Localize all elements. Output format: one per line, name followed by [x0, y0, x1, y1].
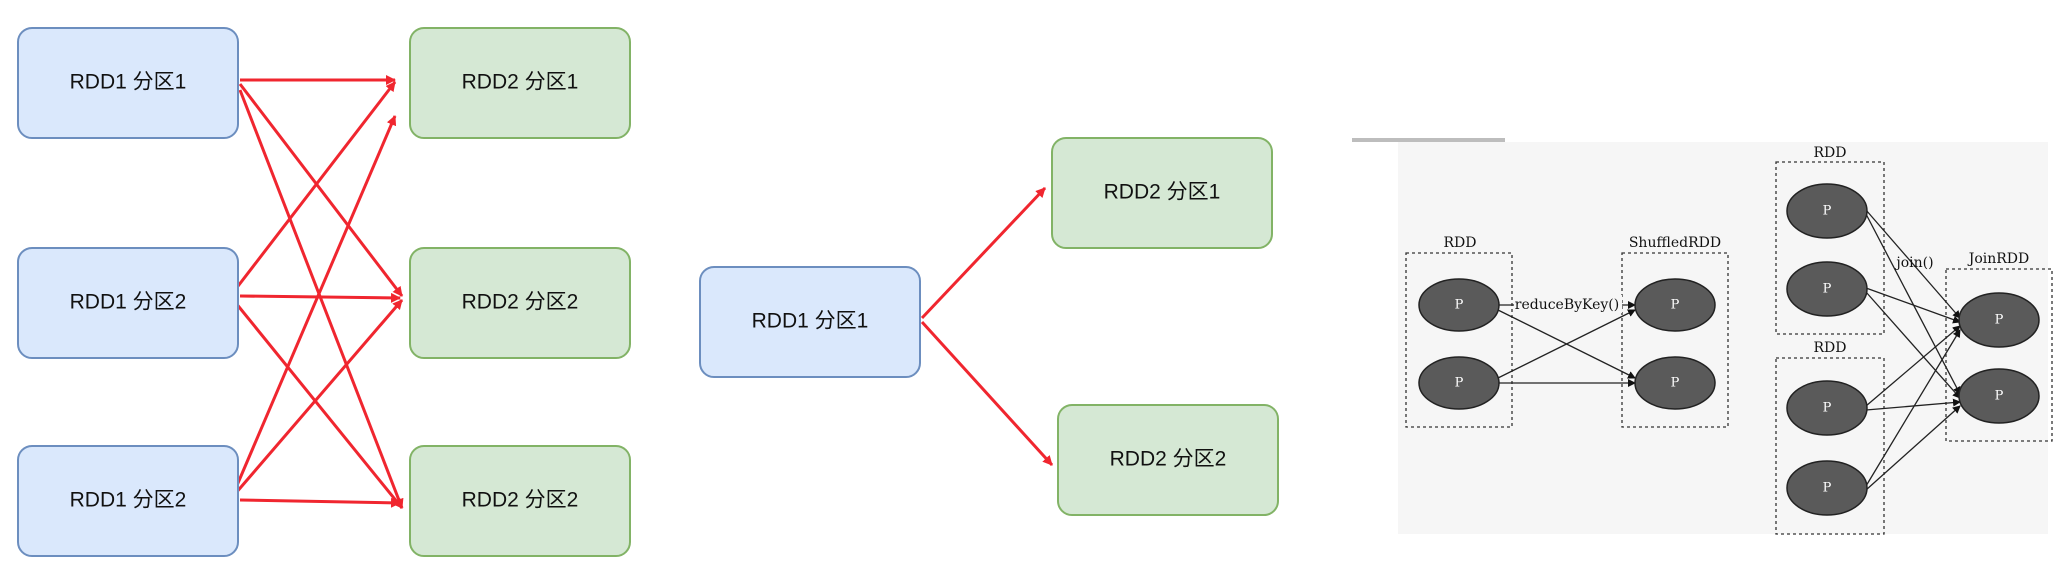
d1-arrows: [233, 75, 404, 509]
arrow-l3-r2: [233, 299, 404, 495]
d2-source-partition: RDD1 分区1: [699, 266, 921, 378]
d1-left-label-2: RDD1 分区2: [70, 291, 187, 314]
join-a-node-2: [1786, 261, 1868, 317]
d2-source-label: RDD1 分区1: [752, 310, 869, 333]
d1-right-label-3: RDD2 分区2: [462, 489, 579, 512]
join-edge-b1-r2: [1865, 398, 1961, 411]
arrow-l2-r3: [233, 301, 404, 509]
d1-left-box-2: [17, 247, 239, 359]
d1-right-box-3: [409, 445, 631, 557]
join-op-label: join(): [1894, 255, 1933, 271]
join-edge-b2-r2: [1865, 405, 1961, 491]
reduce-by-key-figure: RDD ShuffledRDD reduceByKey() P P P P: [1405, 235, 1729, 428]
join-edge-a1-r1: [1865, 209, 1961, 319]
d1-left-partition-3: RDD1 分区2: [17, 445, 239, 557]
join-r-node-1: [1958, 292, 2040, 348]
reduce-dst-node-2-label: P: [1671, 376, 1680, 391]
join-result-title: JoinRDD: [1967, 251, 2030, 267]
join-bottom-title: RDD: [1814, 340, 1847, 356]
join-r-node-2: [1958, 368, 2040, 424]
d1-right-box-2: [409, 247, 631, 359]
join-top-title: RDD: [1814, 145, 1847, 161]
reduce-src-node-2-label: P: [1455, 376, 1464, 391]
d1-left-partition-2: RDD1 分区2: [17, 247, 239, 359]
wide-dependency-diagram: RDD1 分区1 RDD1 分区2 RDD1 分区2 RDD2 分区1 RDD2…: [17, 27, 631, 557]
join-figure: RDD RDD JoinRDD join() P P P P P: [1775, 145, 2053, 535]
reduce-target-frame: [1621, 252, 1729, 428]
join-edge-a2-r1: [1865, 287, 1961, 324]
arrow-l1-r3: [238, 89, 404, 509]
arrow-l2-r1: [233, 81, 397, 291]
d2-target-partition-2: RDD2 分区2: [1057, 404, 1279, 516]
d1-left-box-1: [17, 27, 239, 139]
d2-source-box: [699, 266, 921, 378]
join-b-node-1-label: P: [1823, 401, 1832, 416]
reduce-op-backdrop: [1514, 295, 1622, 313]
d1-left-partition-1: RDD1 分区1: [17, 27, 239, 139]
reduce-src-node-1: [1418, 278, 1500, 332]
reduce-dst-node-2: [1634, 356, 1716, 410]
reduce-source-frame: [1405, 252, 1513, 428]
d1-right-partition-2: RDD2 分区2: [409, 247, 631, 359]
shuffle-illustration: RDD ShuffledRDD reduceByKey() P P P P RD…: [1352, 138, 2053, 535]
one-to-many-diagram: RDD1 分区1 RDD2 分区1 RDD2 分区2: [699, 137, 1279, 516]
d2-target-label-1: RDD2 分区1: [1104, 181, 1221, 204]
arrow-l1-r2: [238, 83, 404, 297]
join-a-node-1: [1786, 183, 1868, 239]
join-b-node-1: [1786, 380, 1868, 436]
join-r-node-2-label: P: [1995, 389, 2004, 404]
reduce-src-node-2: [1418, 356, 1500, 410]
join-result-frame: [1945, 268, 2053, 442]
d2-target-box-1: [1051, 137, 1273, 249]
d1-left-box-3: [17, 445, 239, 557]
join-bottom-frame: [1775, 357, 1885, 535]
arrow-l3-r1: [233, 115, 397, 491]
join-edge-b2-r1: [1865, 329, 1961, 487]
join-edge-a2-r2: [1865, 291, 1961, 399]
reduce-edge-2-1: [1497, 309, 1636, 379]
d1-right-label-2: RDD2 分区2: [462, 291, 579, 314]
figure-background: [1398, 142, 2048, 534]
reduce-dst-node-1-label: P: [1671, 298, 1680, 313]
join-edge-a1-r2: [1865, 213, 1961, 395]
reduce-src-node-1-label: P: [1455, 298, 1464, 313]
d1-right-box-1: [409, 27, 631, 139]
join-edge-b1-r1: [1865, 325, 1961, 407]
d1-left-label-1: RDD1 分区1: [70, 71, 187, 94]
join-r-node-1-label: P: [1995, 313, 2004, 328]
d2-arrow-to-2: [920, 320, 1054, 467]
d1-right-partition-1: RDD2 分区1: [409, 27, 631, 139]
reduce-op-label: reduceByKey(): [1515, 297, 1619, 313]
arrow-l2-r2: [239, 292, 401, 303]
join-a-node-2-label: P: [1823, 282, 1832, 297]
arrow-l3-r3: [239, 497, 401, 508]
reduce-source-title: RDD: [1444, 235, 1477, 251]
d2-target-partition-1: RDD2 分区1: [1051, 137, 1273, 249]
join-a-node-1-label: P: [1823, 204, 1832, 219]
join-b-node-2-label: P: [1823, 481, 1832, 496]
d2-target-label-2: RDD2 分区2: [1110, 448, 1227, 471]
reduce-dst-node-1: [1634, 278, 1716, 332]
d2-target-box-2: [1057, 404, 1279, 516]
d1-left-label-3: RDD1 分区2: [70, 489, 187, 512]
d1-right-label-1: RDD2 分区1: [462, 71, 579, 94]
join-b-node-2: [1786, 460, 1868, 516]
d2-arrow-to-1: [920, 186, 1047, 320]
reduce-target-title: ShuffledRDD: [1629, 235, 1721, 251]
d1-right-partition-3: RDD2 分区2: [409, 445, 631, 557]
